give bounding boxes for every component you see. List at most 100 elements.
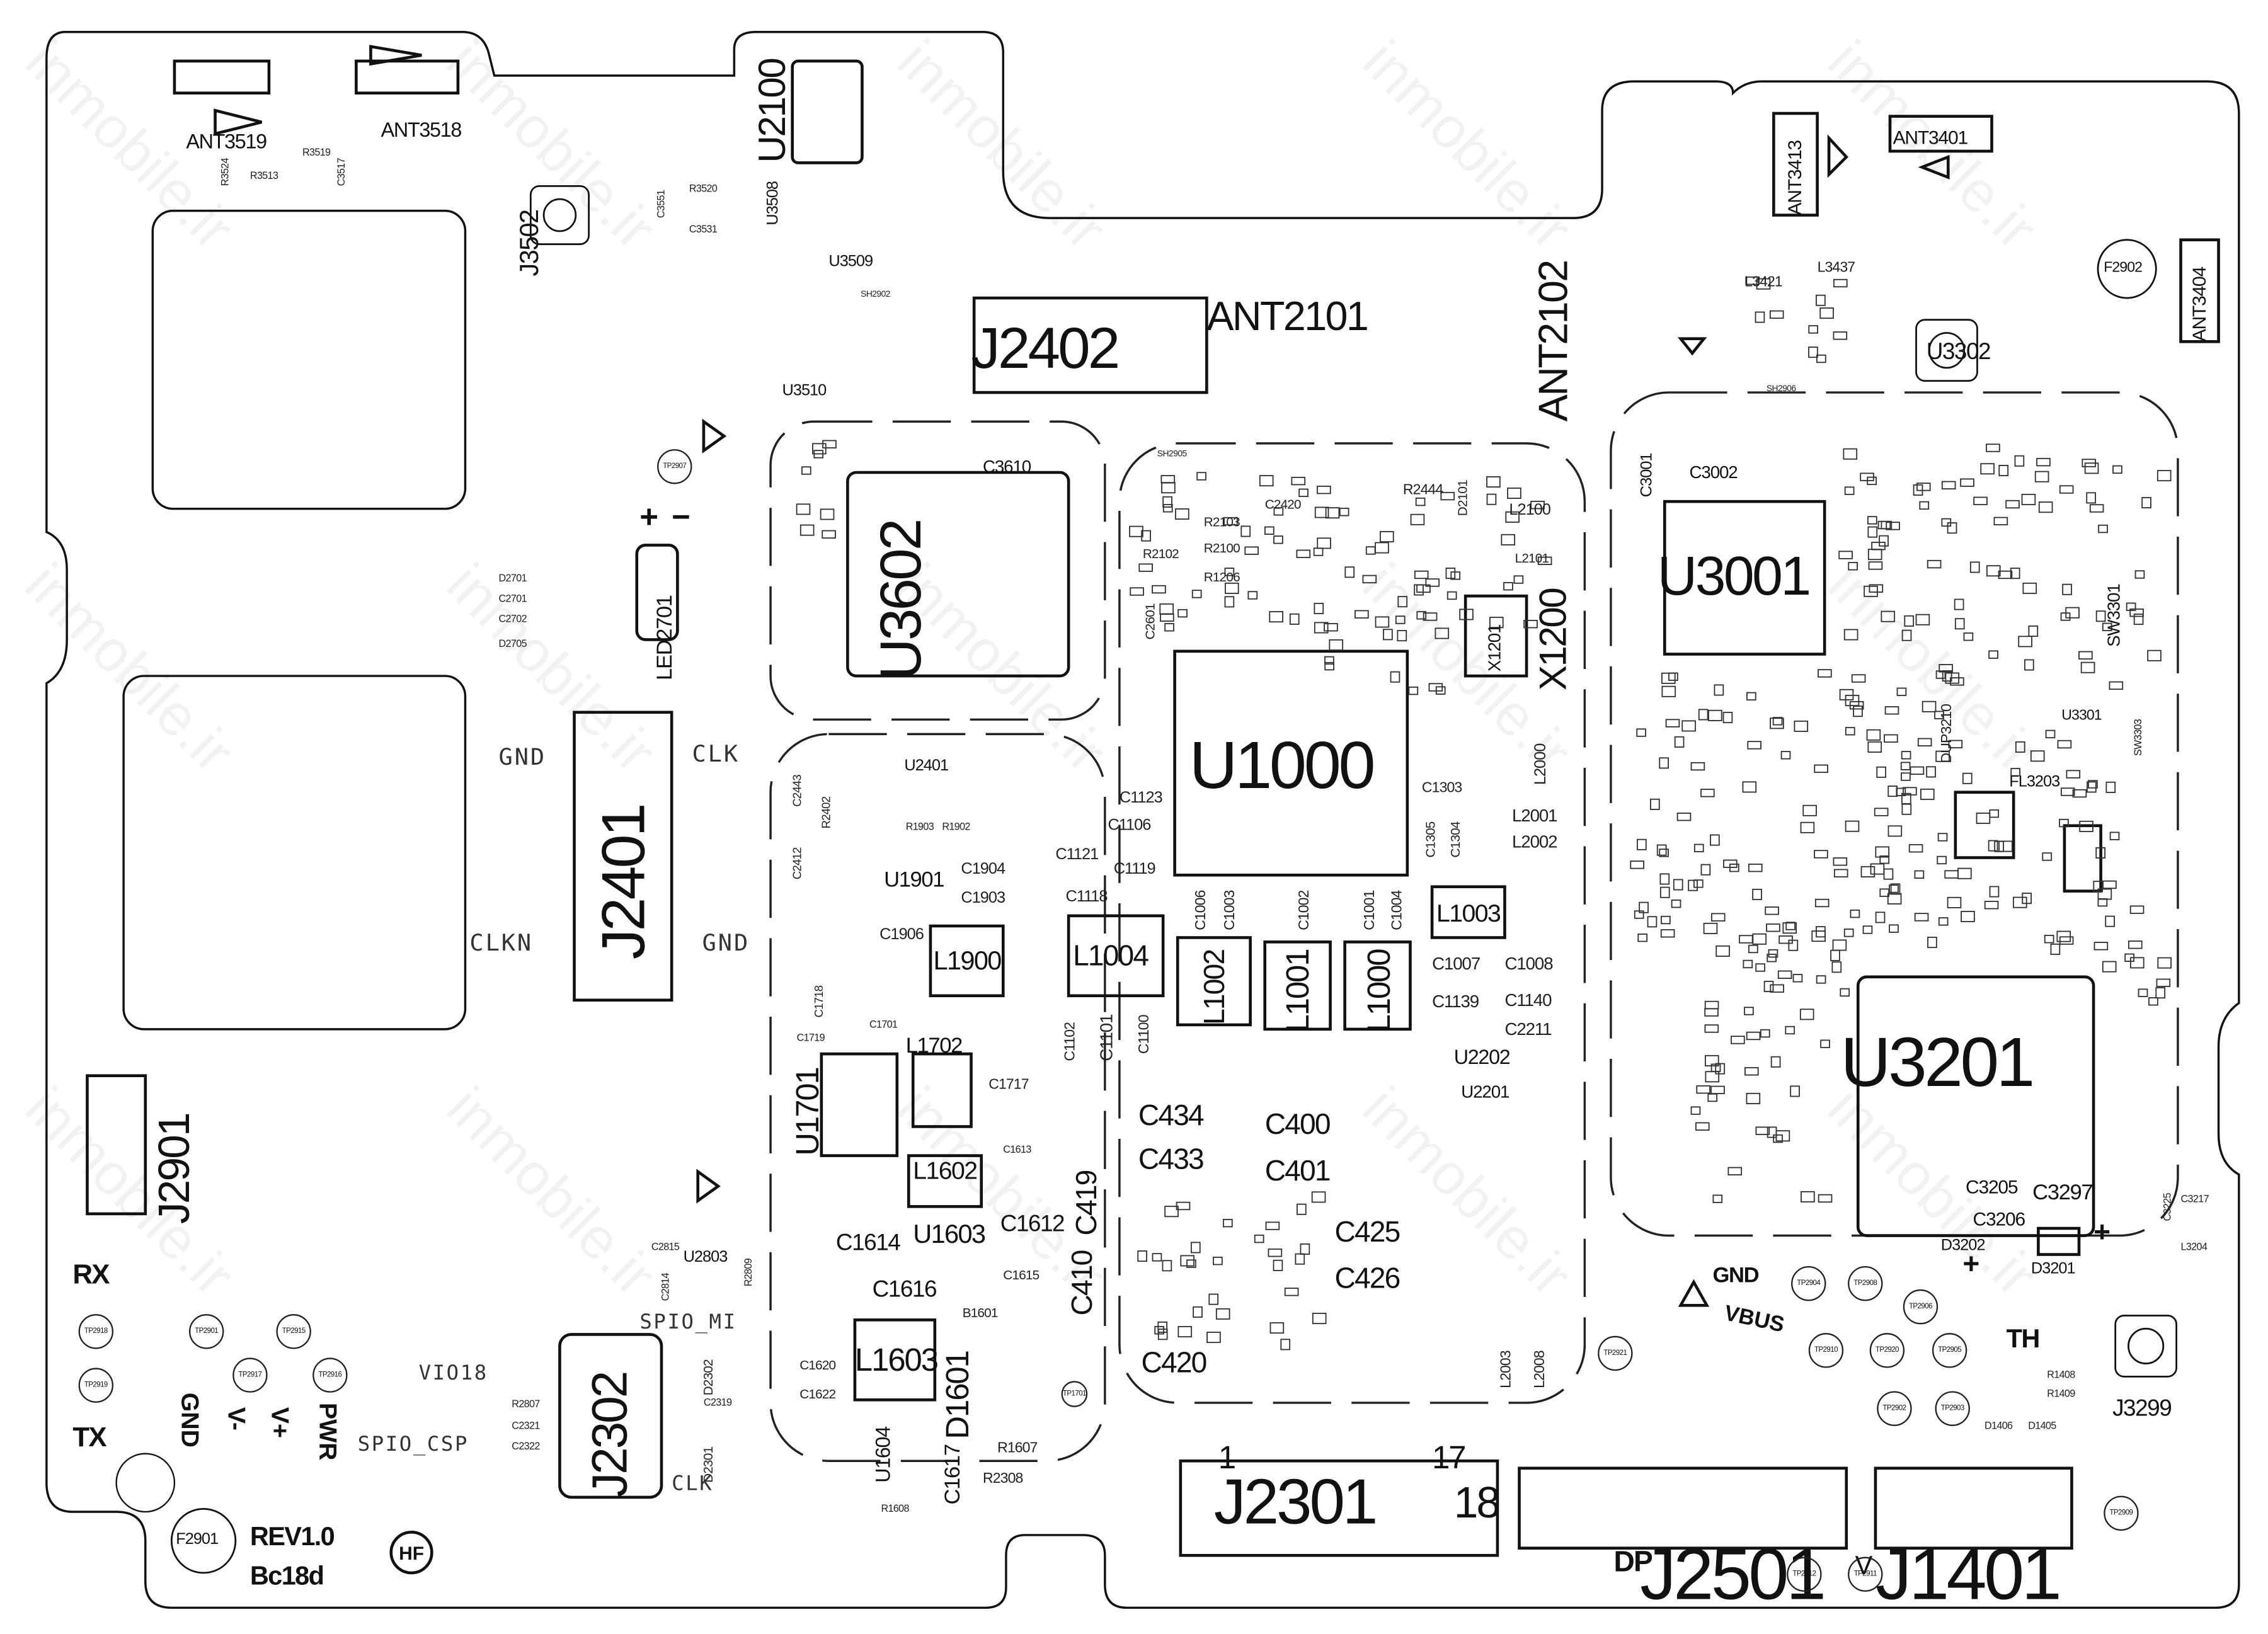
- capacitor-c2815: C2815: [651, 1243, 680, 1254]
- test-point[interactable]: TP2907: [657, 449, 692, 484]
- test-point[interactable]: TP2902: [1877, 1391, 1912, 1426]
- smd-pad: [1193, 1306, 1203, 1318]
- smd-pad: [1818, 1194, 1833, 1203]
- capacitor-c1622: C1622: [799, 1386, 836, 1402]
- smd-pad: [1862, 925, 1873, 934]
- smd-pad: [1944, 870, 1959, 879]
- ic-label-u3001: U3001: [1657, 546, 1811, 608]
- test-point[interactable]: TP2920: [1869, 1333, 1905, 1368]
- smd-pad: [1838, 551, 1853, 559]
- smd-pad: [1223, 517, 1238, 526]
- smd-pad: [1770, 1056, 1781, 1068]
- smd-pad: [1268, 1248, 1283, 1257]
- led-plus-mark: +: [639, 498, 658, 535]
- capacitor-c1303: C1303: [1421, 780, 1462, 797]
- test-point[interactable]: TP2908: [1848, 1265, 1883, 1301]
- test-point[interactable]: TP2912: [1787, 1557, 1822, 1592]
- pin-label-1: 1: [1218, 1439, 1236, 1476]
- silk-board-code: Bc18d: [249, 1561, 324, 1591]
- smd-pad: [1537, 556, 1552, 565]
- smd-pad: [1383, 629, 1393, 641]
- smd-pad: [2147, 649, 2162, 661]
- capacitor-c1139: C1139: [1432, 991, 1479, 1012]
- smd-pad: [1673, 879, 1683, 891]
- smd-pad: [1273, 1259, 1283, 1271]
- smd-pad: [2014, 455, 2025, 467]
- smd-pad: [2086, 492, 2096, 504]
- smd-pad: [1164, 1206, 1179, 1218]
- smd-pad: [1883, 868, 1894, 880]
- smd-pad: [2098, 524, 2108, 534]
- antenna-label-ant3519: ANT3519: [186, 129, 267, 153]
- smd-pad: [1747, 741, 1761, 750]
- smd-pad: [1772, 717, 1783, 726]
- smd-pad: [1314, 506, 1329, 518]
- smd-pad: [1777, 970, 1792, 979]
- capacitor-c1140: C1140: [1504, 990, 1552, 1010]
- test-point[interactable]: TP2906: [1903, 1289, 1939, 1325]
- ic-label-u3602: U3602: [869, 520, 934, 680]
- test-point[interactable]: TP2904: [1791, 1265, 1826, 1301]
- test-point[interactable]: TP2916: [312, 1357, 348, 1393]
- smd-pad: [1801, 1191, 1815, 1203]
- smd-pad: [1390, 671, 1400, 683]
- silk-gnd-left: GND: [498, 743, 547, 771]
- rf-connectors: [170, 185, 2177, 1574]
- test-point[interactable]: TP2901: [188, 1314, 224, 1349]
- smd-pad: [2105, 781, 2116, 793]
- inductor-l1000: L1000: [1360, 949, 1397, 1032]
- smd-pad: [1137, 1250, 1147, 1262]
- ic-label-u3302: U3302: [1926, 340, 1991, 365]
- test-point[interactable]: TP2915: [276, 1314, 311, 1349]
- capacitor-c1118: C1118: [1065, 888, 1108, 906]
- silk-spio-mi: SPIO_MI: [639, 1311, 737, 1335]
- capacitor-c2420: C2420: [1264, 497, 1302, 512]
- ic-label-u3509: U3509: [828, 253, 873, 271]
- smd-pad: [1714, 684, 1724, 696]
- diode-d1406: D1406: [1984, 1421, 2013, 1432]
- filter-label-fl3203: FL3203: [2009, 773, 2060, 791]
- ic-label-u3301: U3301: [2061, 707, 2102, 724]
- inductor-l1900: L1900: [933, 946, 1002, 976]
- resistor-r1607: R1607: [997, 1440, 1038, 1457]
- smd-pad: [1984, 901, 1999, 910]
- capacitor-c2443: C2443: [791, 775, 805, 807]
- test-point[interactable]: TP2910: [1808, 1333, 1844, 1368]
- smd-pad: [2129, 957, 2145, 969]
- smd-pad: [1849, 700, 1864, 710]
- smd-pad: [1710, 913, 1726, 922]
- smd-pad: [1831, 961, 1842, 973]
- smd-pad: [1904, 615, 1915, 627]
- smd-pad: [1768, 949, 1778, 958]
- test-point[interactable]: TP2905: [1932, 1333, 1967, 1368]
- smd-pad: [2157, 957, 2172, 969]
- test-point[interactable]: TP2918: [78, 1314, 113, 1349]
- smd-pad: [1901, 772, 1911, 781]
- test-point[interactable]: TP2917: [232, 1357, 268, 1393]
- test-point[interactable]: TP2909: [2104, 1495, 2139, 1531]
- smd-pad: [1755, 1126, 1770, 1135]
- shield-label-sh2902: SH2902: [861, 290, 890, 300]
- capacitor-c1102: C1102: [1062, 1022, 1079, 1061]
- smd-pad: [1177, 608, 1188, 618]
- smd-pad: [1998, 464, 2009, 476]
- smd-pad: [2062, 583, 2072, 595]
- smd-pad: [2095, 610, 2106, 622]
- smd-pad: [1839, 688, 1854, 700]
- fiducial-f2901: F2901: [176, 1530, 219, 1548]
- resistor-r1408: R1408: [2047, 1371, 2075, 1381]
- smd-pad: [2109, 681, 2124, 690]
- test-point[interactable]: TP1701: [1061, 1381, 1088, 1407]
- capacitor-c3001: C3001: [1638, 453, 1656, 498]
- smd-pad: [1661, 685, 1676, 697]
- smd-pad: [1175, 508, 1189, 520]
- test-point[interactable]: TP2911: [1848, 1557, 1883, 1592]
- smd-pad: [1317, 537, 1331, 549]
- test-point[interactable]: TP2903: [1935, 1391, 1970, 1426]
- test-point[interactable]: TP2921: [1598, 1335, 1633, 1371]
- test-point[interactable]: TP2919: [78, 1368, 113, 1403]
- smd-pad: [1513, 575, 1524, 584]
- smd-pad: [1790, 1085, 1800, 1097]
- smd-pad: [1785, 922, 1796, 930]
